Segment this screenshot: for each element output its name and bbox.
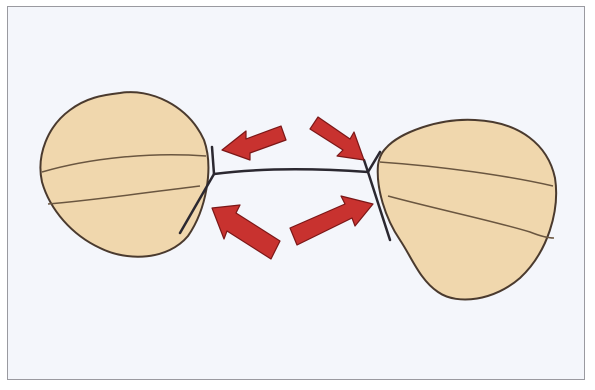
right-lobe	[378, 120, 556, 300]
bridge-line	[214, 169, 368, 174]
left-lobe	[40, 92, 208, 257]
right-bracket-tick	[364, 160, 368, 172]
connecting-line	[180, 147, 390, 240]
arrow-upper-left	[222, 126, 286, 160]
arrows	[212, 117, 373, 259]
arrow-upper-right	[310, 117, 364, 160]
left-bracket-upper	[212, 147, 214, 174]
arrow-lower-left	[212, 205, 280, 259]
arrow-lower-right	[290, 196, 373, 245]
left-lobe-body	[40, 92, 208, 257]
right-lobe-body	[378, 120, 556, 300]
